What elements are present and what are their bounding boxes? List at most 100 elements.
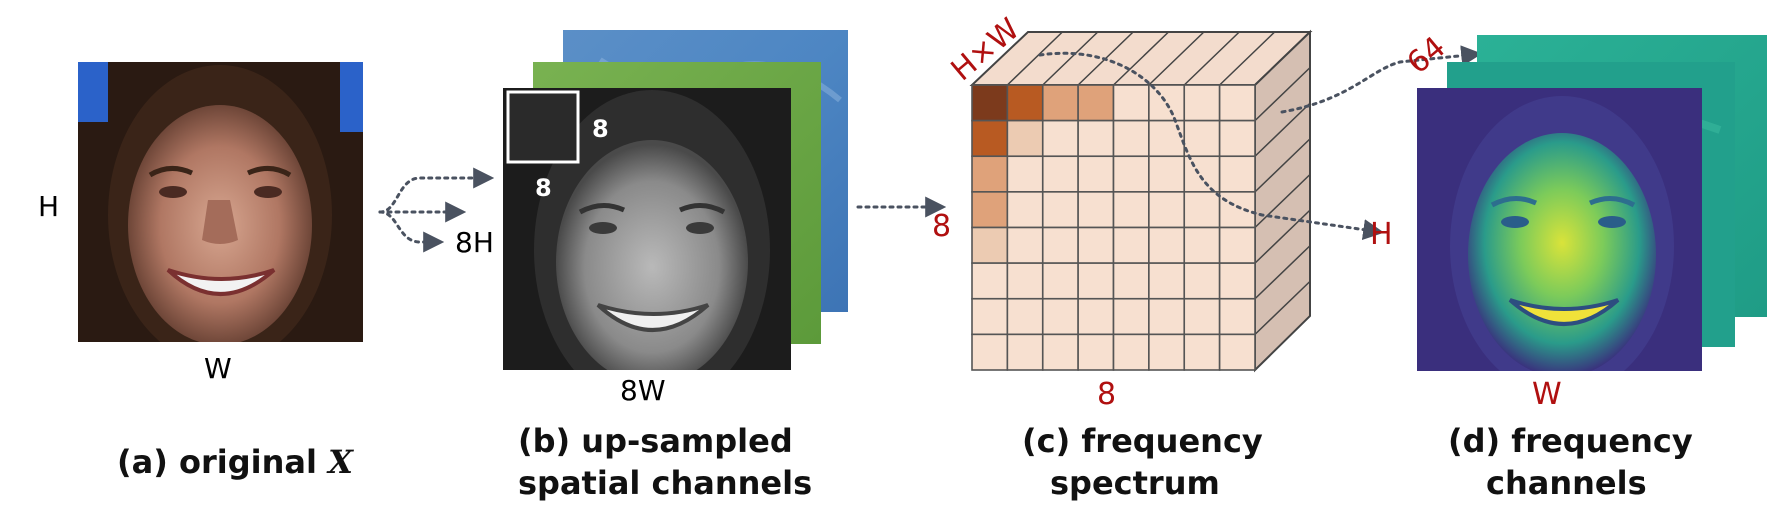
spectrum-cell: [1148, 155, 1186, 193]
spectrum-cell: [1006, 297, 1044, 336]
spectrum-cell: [1077, 262, 1115, 300]
spectrum-cell: [1112, 262, 1150, 300]
spectrum-left-label: 8: [932, 209, 951, 244]
spectrum-cell: [1183, 155, 1221, 193]
spectrum-cell: [1218, 297, 1256, 336]
spectrum-cell: [1183, 119, 1221, 158]
spectrum-cell: [1006, 262, 1044, 300]
channels-caption-line1: (d) frequency: [1448, 422, 1693, 460]
spectrum-cell: [1218, 262, 1256, 300]
spectrum-cell: [1006, 191, 1044, 229]
spectrum-cell: [1218, 333, 1256, 371]
spectrum-cell: [971, 333, 1009, 371]
spectrum-cell: [1148, 297, 1186, 336]
spectrum-cell: [1112, 333, 1150, 371]
upsampled-8w-label: 8W: [620, 374, 666, 407]
spectrum-cell: [1112, 191, 1150, 229]
spectrum-cell: [1041, 119, 1079, 158]
spectrum-caption-line2: spectrum: [1050, 464, 1220, 502]
cube-side-line: [1254, 173, 1311, 229]
block-size-bottom-label: 8: [535, 174, 552, 202]
cube-top-line: [1112, 31, 1170, 86]
spectrum-cell: [971, 262, 1009, 300]
block-size-right-label: 8: [592, 115, 609, 143]
spectrum-cell: [1112, 84, 1150, 122]
channels-h-label: H: [1370, 217, 1393, 252]
spectrum-cell: [1077, 333, 1115, 371]
upsample-arrows: [378, 167, 495, 253]
spectrum-cell: [1218, 84, 1256, 122]
original-panel: H W (a) original X: [38, 62, 363, 481]
spectrum-cube-side-lines: [1254, 67, 1311, 335]
spectrum-cell: [1218, 191, 1256, 229]
to-channels-arrow: [1280, 45, 1483, 114]
spectrum-cell: [1183, 84, 1221, 122]
cube-top-line: [1042, 31, 1099, 86]
cube-top-line: [1006, 31, 1063, 86]
cube-top-line: [1219, 31, 1276, 86]
spectrum-cell: [971, 119, 1009, 158]
cube-top-line: [1183, 31, 1240, 86]
spectrum-caption-line1: (c) frequency: [1022, 422, 1263, 460]
original-h-label: H: [38, 190, 59, 223]
cube-side-line: [1254, 138, 1311, 193]
upsampled-8h-label: 8H: [455, 226, 494, 259]
channels-caption-line2: channels: [1486, 464, 1647, 502]
original-w-label: W: [204, 352, 232, 385]
cube-side-line: [1254, 209, 1311, 264]
spectrum-cell: [1112, 155, 1150, 193]
spectrum-cell: [1077, 119, 1115, 158]
spectrum-cell: [1183, 333, 1221, 371]
spectrum-cell: [1148, 226, 1186, 264]
spectrum-cell: [971, 297, 1009, 336]
spectrum-cell: [971, 84, 1009, 122]
spectrum-cell: [1112, 297, 1150, 336]
cube-side-line: [1254, 102, 1311, 157]
spectrum-cell: [1041, 191, 1079, 229]
spectrum-cell: [1148, 262, 1186, 300]
spectrum-cell: [1077, 226, 1115, 264]
spectrum-cell: [1148, 191, 1186, 229]
spectrum-cell: [1006, 226, 1044, 264]
spectrum-cell: [1041, 262, 1079, 300]
spectrum-cell: [1218, 155, 1256, 193]
spectrum-cell: [1183, 226, 1221, 264]
spectrum-cell: [1077, 297, 1115, 336]
spectrum-cell: [1148, 84, 1186, 122]
spectrum-cell: [1041, 155, 1079, 193]
spectrum-cell: [1077, 84, 1115, 122]
cube-side-line: [1254, 245, 1311, 300]
spectrum-cell: [1148, 119, 1186, 158]
original-caption: (a) original X: [117, 443, 354, 481]
upsampled-caption-line1: (b) up-sampled: [518, 422, 793, 460]
cube-side-line: [1254, 67, 1311, 122]
upsampled-caption-line2: spatial channels: [518, 464, 812, 502]
spectrum-cell: [1041, 84, 1079, 122]
spectrum-cell: [1006, 119, 1044, 158]
spectrum-cell: [1183, 262, 1221, 300]
spectrum-cell: [1183, 297, 1221, 336]
spectrum-cell: [1218, 226, 1256, 264]
upsampled-panel: 8 8 8H 8W (b) up-sampled spatial channel…: [455, 30, 848, 502]
spectrum-panel: H×W 8 8 (c) frequency spectrum: [932, 12, 1385, 502]
original-caption-variable: X: [326, 443, 354, 481]
spectrum-bottom-label: 8: [1097, 377, 1116, 412]
spectrum-cell: [1218, 119, 1256, 158]
spectrum-cell: [1148, 333, 1186, 371]
spectrum-cell: [1006, 333, 1044, 371]
cube-top-line: [1148, 31, 1205, 86]
spectrum-cell: [1006, 155, 1044, 193]
spectrum-cell: [971, 226, 1009, 264]
spectrum-cell: [1077, 191, 1115, 229]
spectrum-grid: [971, 84, 1256, 371]
spectrum-cell: [1112, 119, 1150, 158]
spectrum-cell: [1112, 226, 1150, 264]
spectrum-cell: [1006, 84, 1044, 122]
spectrum-cell: [971, 191, 1009, 229]
grayscale-face-image: [503, 88, 791, 370]
frequency-channels-panel: 64 H W (d) frequency channels: [1370, 30, 1767, 502]
spectrum-cell: [971, 155, 1009, 193]
cube-side-line: [1254, 280, 1311, 335]
spectrum-cell: [1077, 155, 1115, 193]
